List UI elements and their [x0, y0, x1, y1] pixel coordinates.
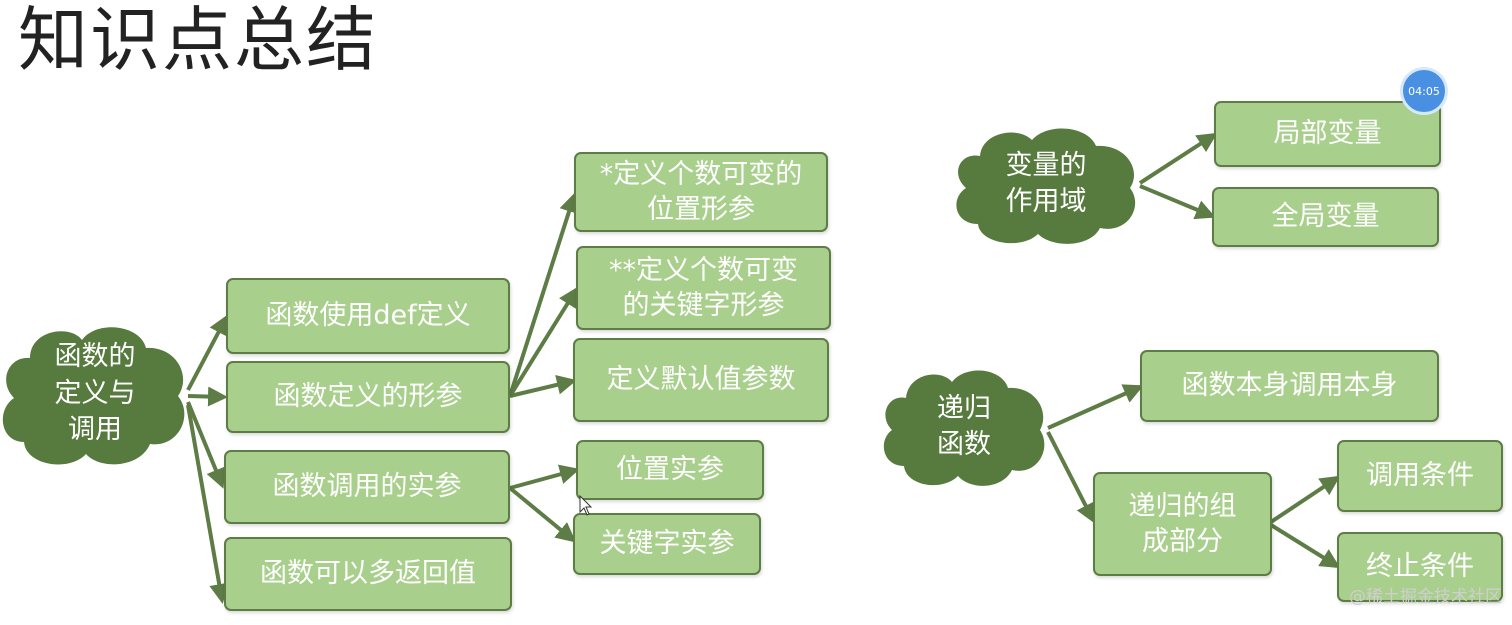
cloud-recursion: 递归 函数: [880, 364, 1048, 490]
node-positional-args: 位置实参: [576, 440, 764, 500]
cloud-shape: [883, 370, 1045, 486]
cloud-functions: 函数的 定义与 调用: [0, 318, 190, 470]
arrow-to-self-call: [1047, 384, 1144, 430]
cloud-shape: [956, 128, 1136, 244]
arrow-to-var-positional: [508, 192, 579, 397]
node-global-var: 全局变量: [1212, 187, 1439, 247]
cloud-shape: [2, 327, 185, 465]
node-local-var: 局部变量: [1214, 101, 1441, 167]
node-keyword-args: 关键字实参: [573, 513, 761, 575]
mouse-cursor-icon: [579, 495, 593, 516]
node-args: 函数调用的实参: [224, 450, 510, 524]
arrow-to-def: [186, 314, 228, 391]
cloud-scope: 变量的 作用域: [952, 122, 1140, 246]
watermark: @稀土掘金技术社区: [1349, 587, 1502, 607]
arrow-to-var-keyword: [508, 286, 579, 398]
node-var-keyword: **定义个数可变 的关键字形参: [576, 246, 831, 330]
arrow-to-local-var: [1138, 132, 1218, 185]
arrow-to-call-condition: [1269, 475, 1341, 524]
arrow-to-params: [187, 386, 228, 407]
cloud-recursion-label: 递归 函数: [937, 392, 991, 460]
timer-badge[interactable]: 04:05: [1400, 67, 1448, 115]
node-recursion-parts: 递归的组 成部分: [1093, 472, 1272, 576]
cloud-scope-label: 变量的 作用域: [1005, 149, 1087, 217]
node-stop-condition: 终止条件: [1337, 532, 1503, 602]
arrow-to-stop-condition: [1269, 523, 1341, 569]
arrow-to-default-params: [509, 374, 577, 398]
cloud-functions-label: 函数的 定义与 调用: [54, 341, 136, 446]
arrow-to-recursion-parts: [1046, 431, 1095, 524]
arrow-to-global-var: [1139, 184, 1216, 220]
node-var-positional: *定义个数可变的 位置形参: [574, 152, 828, 232]
arrow-to-multi-return: [186, 404, 230, 604]
arrow-to-positional-args: [509, 464, 580, 490]
node-multi-return: 函数可以多返回值: [224, 537, 512, 611]
node-params: 函数定义的形参: [226, 361, 510, 433]
node-self-call: 函数本身调用本身: [1140, 350, 1439, 422]
node-def: 函数使用def定义: [226, 278, 510, 354]
arrow-to-args: [186, 401, 226, 489]
node-default-params: 定义默认值参数: [573, 338, 829, 422]
arrow-to-keyword-args: [508, 486, 577, 543]
page-title: 知识点总结: [18, 0, 378, 81]
node-call-condition: 调用条件: [1337, 440, 1503, 512]
